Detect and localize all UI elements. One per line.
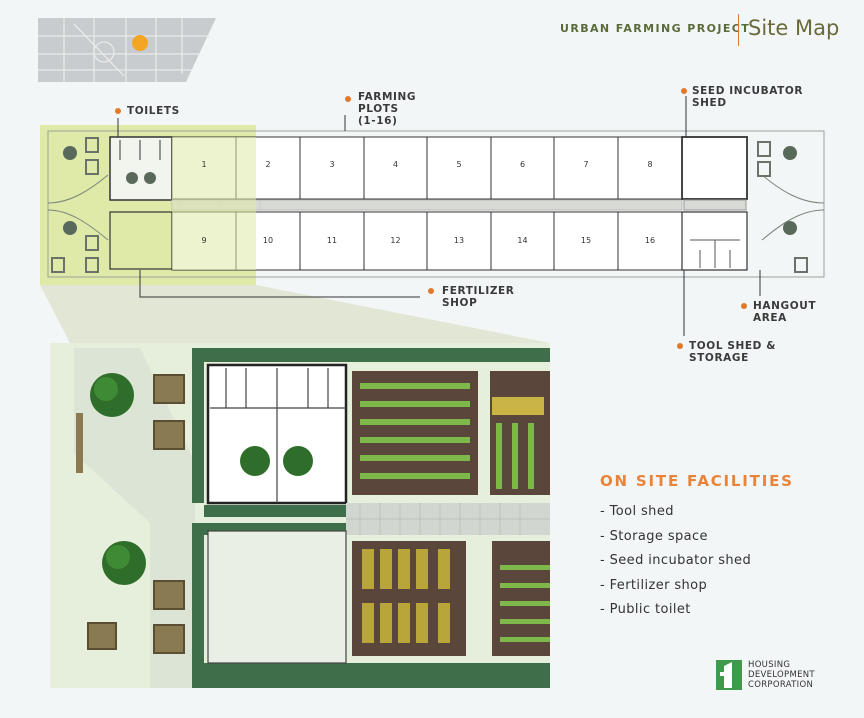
plot-number: 7 — [583, 160, 589, 169]
farming-plots-marker-icon — [345, 96, 351, 102]
facility-item: - Fertilizer shop — [600, 577, 708, 593]
plot-number: 3 — [329, 160, 335, 169]
facility-item: - Storage space — [600, 528, 708, 544]
plot-number: 8 — [647, 160, 653, 169]
toilets-marker-icon — [115, 108, 121, 114]
plot-number: 6 — [519, 160, 526, 169]
location-minimap — [38, 18, 216, 82]
plot-number: 12 — [390, 236, 401, 245]
hangout-marker-icon — [741, 303, 747, 309]
logo-line: HOUSING — [748, 660, 791, 670]
facilities-title: ON SITE FACILITIES — [600, 472, 794, 490]
plot-number: 16 — [644, 236, 656, 245]
location-marker-icon — [132, 35, 148, 51]
plot-number: 11 — [326, 236, 338, 245]
plot-number: 2 — [265, 160, 271, 169]
hdc-logo-icon — [716, 660, 742, 690]
hdc-logo-text: HOUSING DEVELOPMENT CORPORATION — [748, 660, 815, 690]
project-name: URBAN FARMING PROJECT — [560, 22, 751, 35]
logo-line: CORPORATION — [748, 680, 814, 690]
fertilizer-marker-icon — [428, 288, 434, 294]
header-divider — [738, 14, 739, 46]
plot-number: 4 — [392, 160, 399, 169]
toilets-label: TOILETS — [127, 105, 180, 117]
facilities-list: - Tool shed - Storage space - Seed incub… — [600, 504, 751, 627]
plot-number: 10 — [262, 236, 274, 245]
facility-item: - Public toilet — [600, 602, 691, 617]
logo-line: DEVELOPMENT — [748, 670, 815, 680]
zoom-detail — [50, 343, 550, 688]
tree-icon — [90, 373, 134, 417]
fertilizer-label: FERTILIZER SHOP — [442, 285, 515, 309]
plot-number: 13 — [453, 236, 465, 245]
seed-incubator-label: SEED INCUBATOR SHED — [692, 85, 804, 109]
farming-plots-label: FARMING PLOTS (1-16) — [358, 91, 417, 127]
plot-number: 15 — [580, 236, 592, 245]
plot-labels-bottom: 9 10 11 12 13 14 15 16 — [172, 236, 682, 245]
hangout-label: HANGOUT AREA — [753, 300, 817, 324]
tool-shed-label: TOOL SHED & STORAGE — [689, 340, 777, 364]
facility-item: - Seed incubator shed — [600, 553, 752, 568]
plot-number: 1 — [201, 160, 207, 169]
page-title: Site Map — [748, 16, 840, 40]
tree-icon — [102, 541, 146, 585]
plot-number: 9 — [201, 236, 207, 245]
tool-shed-marker-icon — [677, 343, 683, 349]
plot-number: 14 — [517, 236, 528, 245]
plot-labels-top: 1 2 3 4 5 6 7 8 — [172, 160, 682, 169]
plot-number: 5 — [456, 160, 462, 169]
facility-item: - Tool shed — [600, 504, 674, 519]
seed-incubator-marker-icon — [681, 88, 687, 94]
